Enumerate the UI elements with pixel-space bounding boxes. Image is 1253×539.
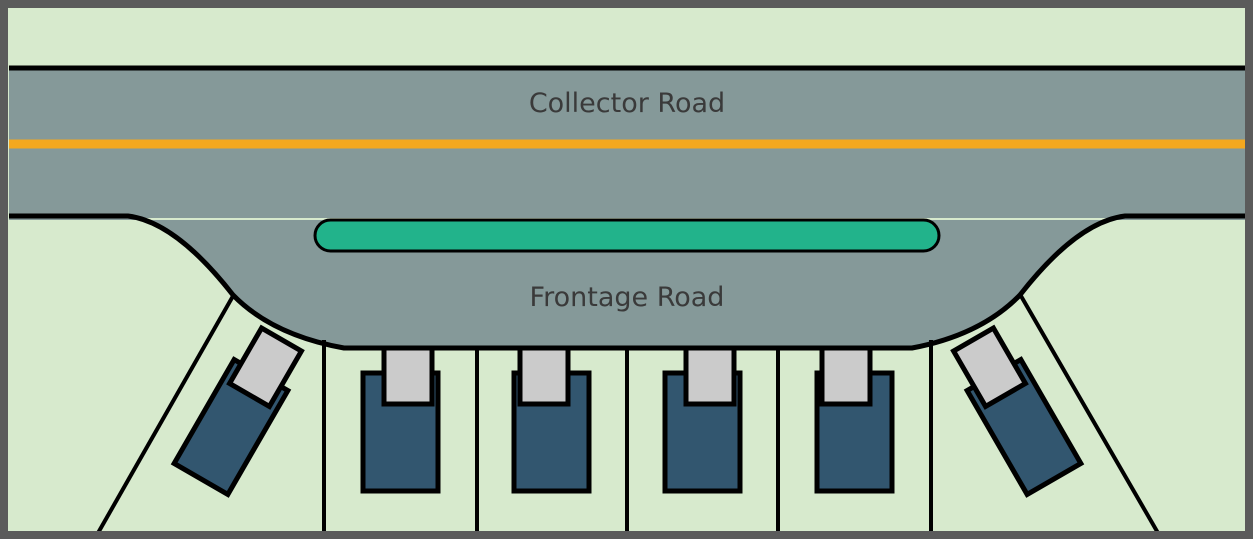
driveway [950, 324, 1029, 410]
lot-line [1019, 294, 1160, 535]
frontage-road [9, 216, 1245, 348]
house-lot-1 [170, 324, 305, 498]
collector-road-label: Collector Road [529, 88, 725, 119]
driveway [683, 345, 737, 407]
house-lot-3 [511, 345, 592, 494]
lot-lines [96, 294, 1160, 535]
driveway [226, 324, 305, 410]
house-lot-6 [950, 324, 1085, 498]
house-lot-5 [814, 345, 895, 494]
driveway [517, 345, 571, 407]
driveway [819, 345, 873, 407]
frontage-road-label: Frontage Road [530, 282, 725, 313]
house-lot-4 [662, 345, 743, 494]
driveway [381, 345, 435, 407]
house-lot-2 [360, 345, 441, 494]
median-strip [313, 218, 941, 253]
lot-line [96, 295, 235, 534]
